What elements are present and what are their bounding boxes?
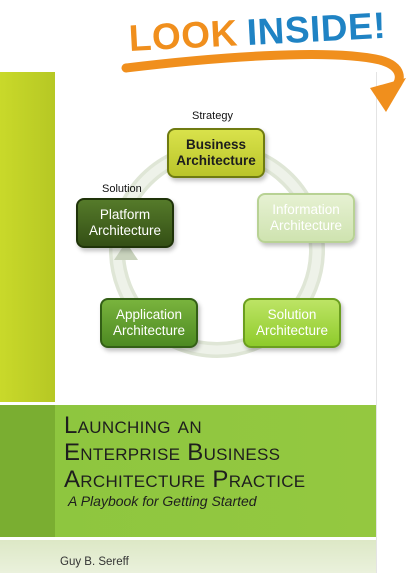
node-line: Business [185, 137, 247, 152]
node-line: Architecture [269, 218, 343, 233]
information-architecture-node: Information Architecture [257, 193, 355, 243]
title-band [0, 405, 376, 537]
node-line: Architecture [255, 323, 329, 338]
platform-architecture-node: Platform Architecture [76, 198, 174, 248]
node-line: Architecture [88, 223, 162, 238]
title-line: Architecture Practice [64, 466, 306, 493]
title-line: Enterprise Business [64, 439, 281, 466]
solution-architecture-node: Solution Architecture [243, 298, 341, 348]
author-band [0, 540, 376, 573]
strategy-label: Strategy [192, 110, 233, 122]
title-line: Launching an [64, 412, 202, 439]
business-architecture-node: Business Architecture [167, 128, 265, 178]
cover-accent-strip [0, 72, 55, 402]
node-line: Architecture [112, 323, 186, 338]
title-band-accent [0, 405, 55, 537]
cycle-arrowhead-icon [114, 242, 138, 260]
node-line: Solution [267, 307, 317, 322]
node-line: Information [272, 202, 340, 217]
architecture-cycle-diagram: Strategy Solution Business Architecture … [60, 100, 376, 400]
solution-label: Solution [102, 183, 142, 195]
book-author: Guy B. Sereff [60, 556, 129, 568]
book-title: Launching an Enterprise Business Archite… [64, 412, 369, 493]
curved-arrow-icon [121, 50, 406, 112]
node-line: Platform [99, 207, 151, 222]
application-architecture-node: Application Architecture [100, 298, 198, 348]
node-line: Architecture [176, 153, 256, 168]
node-line: Application [115, 307, 183, 322]
book-subtitle: A Playbook for Getting Started [68, 493, 257, 509]
